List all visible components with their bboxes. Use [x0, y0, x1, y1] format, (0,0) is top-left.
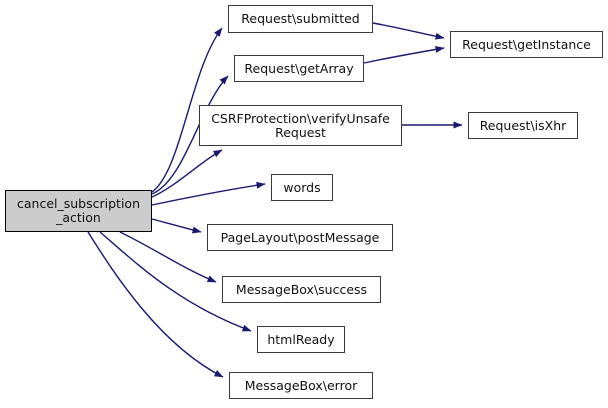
node-messagebox-success[interactable]: MessageBox\success	[222, 276, 381, 303]
node-request-isxhr-label: Request\isXhr	[479, 117, 567, 133]
edge-request-getarray-to-request-getinstance	[363, 45, 445, 64]
node-request-getinstance-label: Request\getInstance	[462, 36, 591, 52]
node-request-getarray-label: Request\getArray	[244, 60, 354, 76]
node-words-label: words	[283, 179, 321, 195]
node-request-isxhr[interactable]: Request\isXhr	[468, 112, 578, 139]
node-messagebox-error-label: MessageBox\error	[244, 377, 358, 393]
node-htmlready[interactable]: htmlReady	[257, 326, 345, 353]
node-request-getarray[interactable]: Request\getArray	[234, 55, 364, 82]
edge-root-to-pagelayout-postmessage	[151, 218, 202, 234]
edge-root-to-messagebox-success	[119, 231, 217, 283]
node-request-submitted-label: Request\submitted	[241, 11, 360, 26]
node-cancel-subscription-action[interactable]: cancel_subscription _action	[5, 190, 152, 232]
node-words[interactable]: words	[271, 174, 333, 201]
node-csrfprotection-verifyunsaferequest[interactable]: CSRFProtection\verifyUnsafe Request	[199, 105, 402, 146]
node-pagelayout-postmessage[interactable]: PageLayout\postMessage	[207, 224, 393, 251]
node-request-submitted[interactable]: Request\submitted	[228, 5, 373, 33]
edge-request-submitted-to-request-getinstance	[372, 22, 445, 40]
node-pagelayout-postmessage-label: PageLayout\postMessage	[220, 229, 380, 245]
edge-root-to-words	[151, 181, 266, 206]
node-messagebox-success-label: MessageBox\success	[235, 281, 368, 297]
node-cancel-subscription-action-label: cancel_subscription _action	[17, 196, 140, 225]
node-messagebox-error[interactable]: MessageBox\error	[229, 372, 373, 399]
node-htmlready-label: htmlReady	[267, 331, 335, 347]
edge-root-to-messagebox-error	[87, 231, 224, 378]
edge-root-to-csrfprotection-verifyunsaferequest	[151, 149, 223, 198]
node-request-getinstance[interactable]: Request\getInstance	[450, 31, 603, 58]
node-csrfprotection-verifyunsaferequest-label: CSRFProtection\verifyUnsafe Request	[211, 110, 390, 140]
